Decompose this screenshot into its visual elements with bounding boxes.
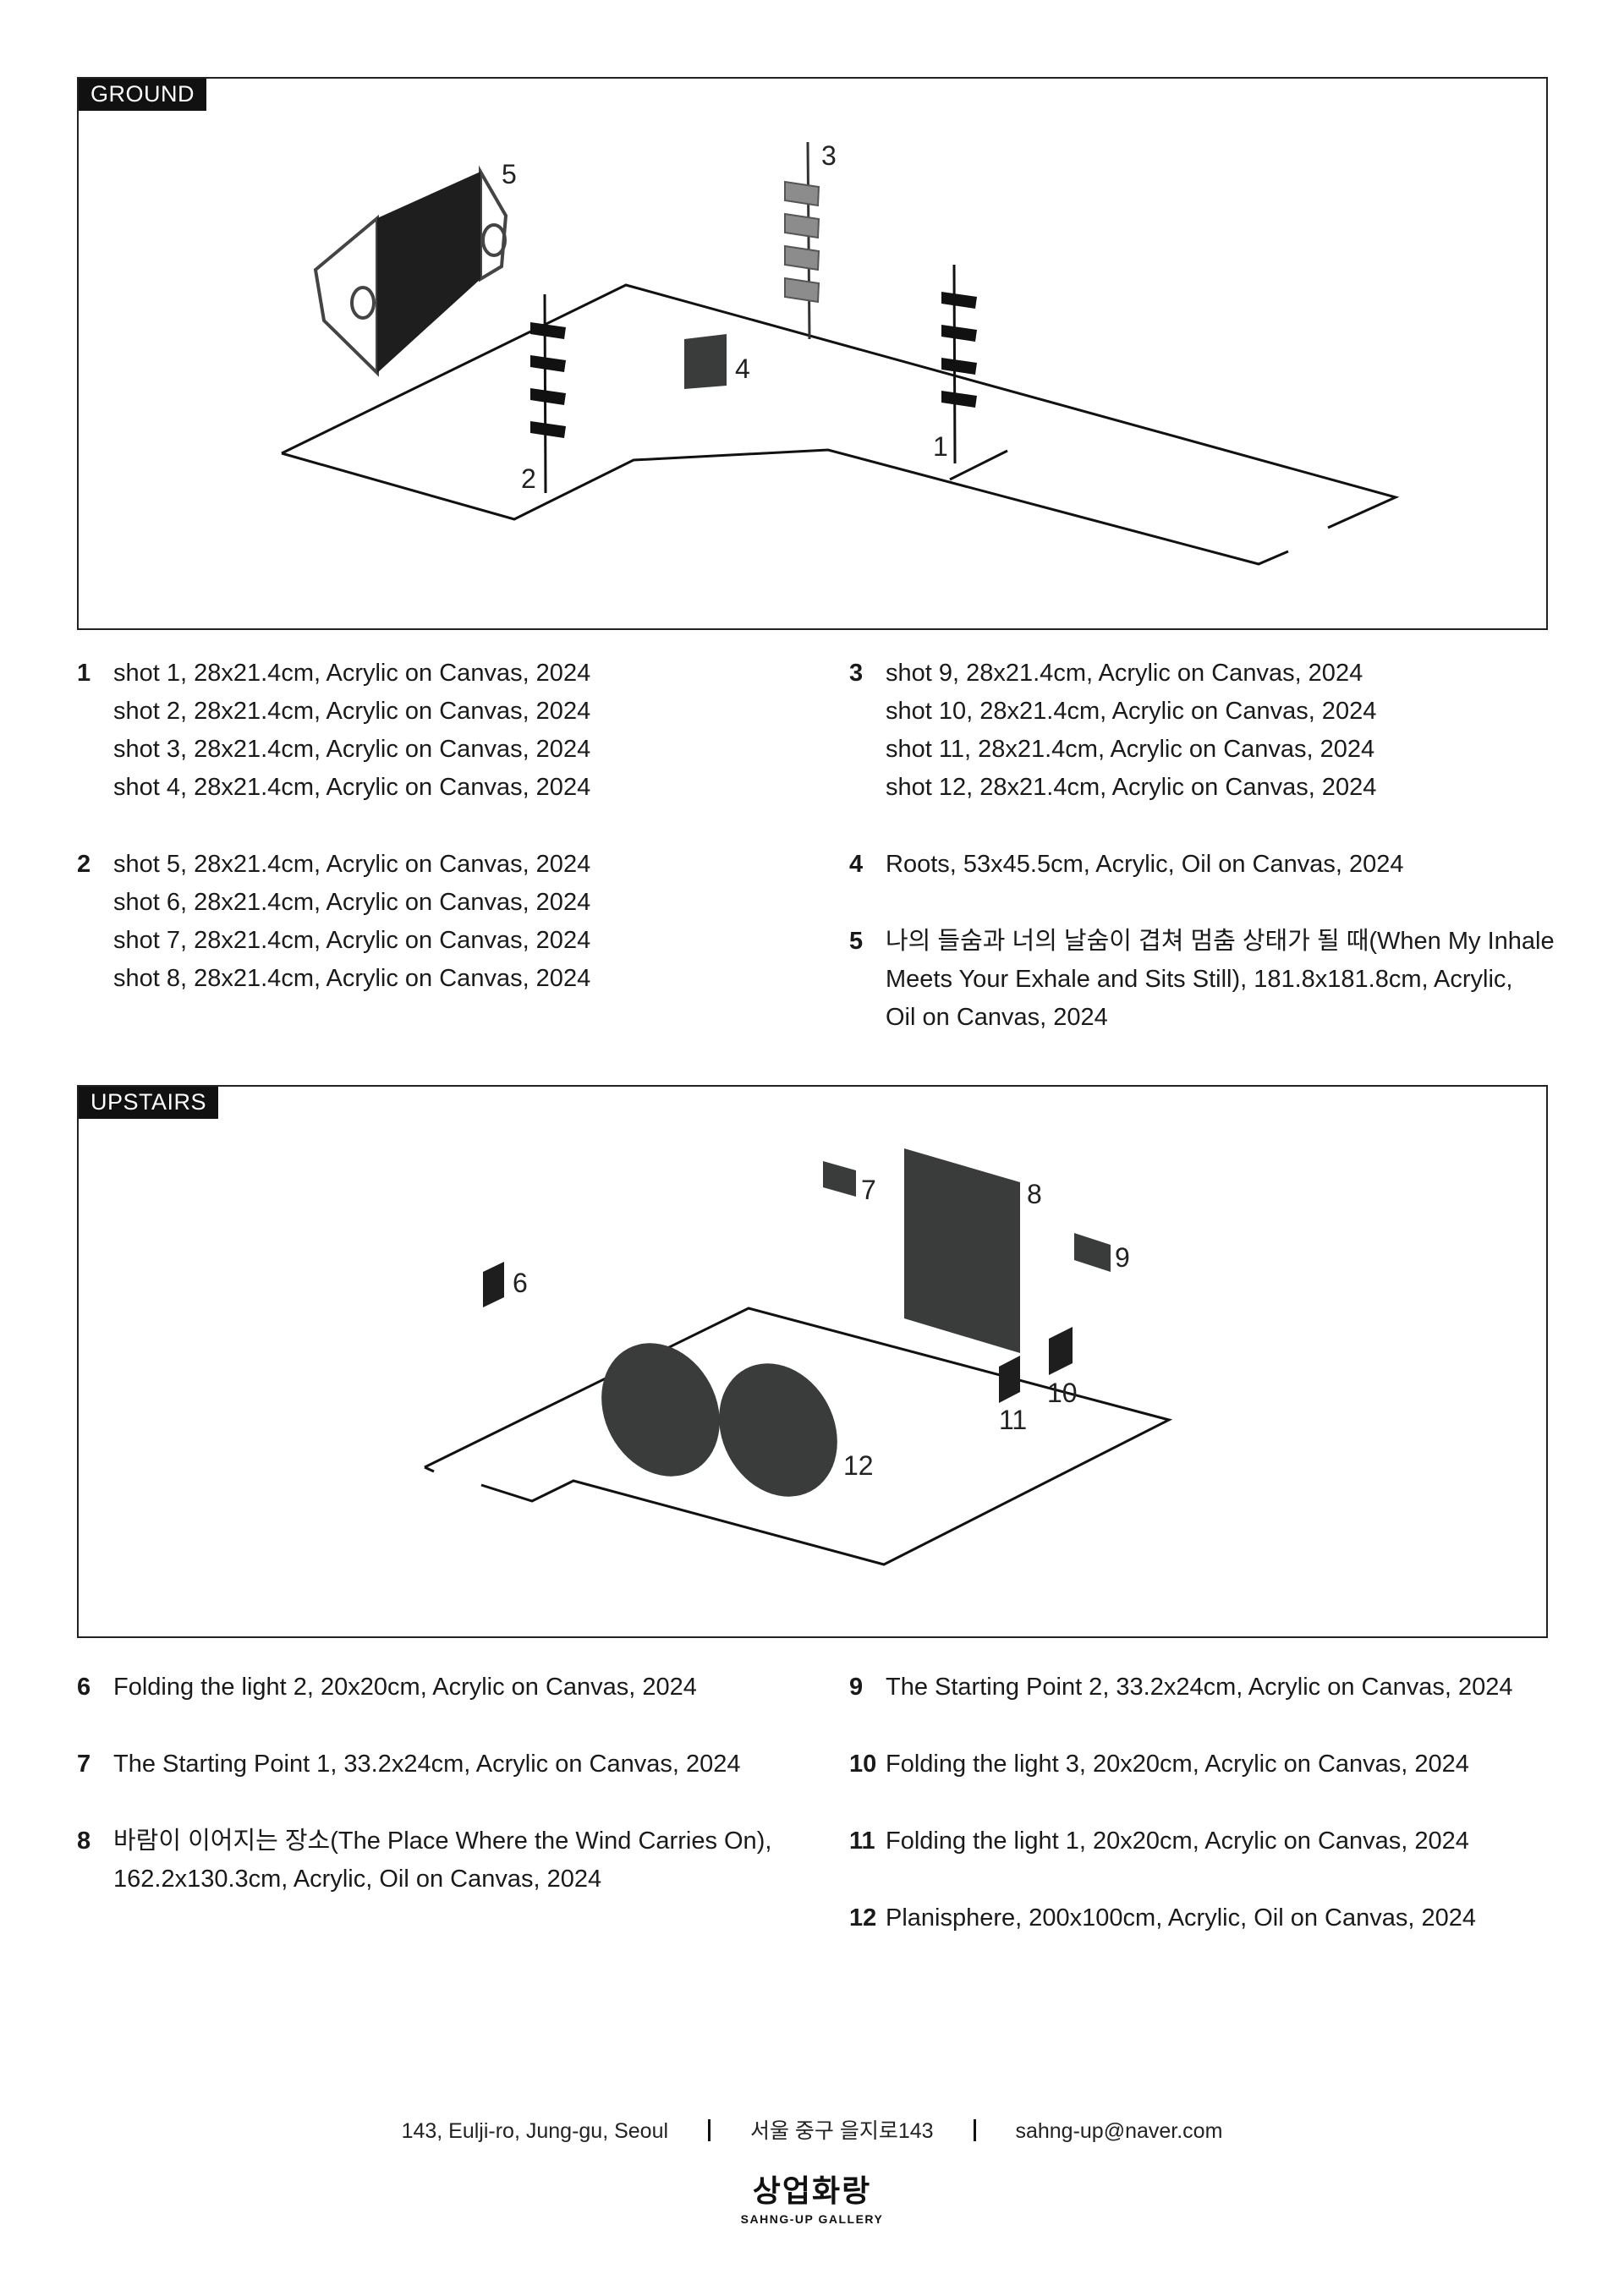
upstairs-plan-drawing: 6 7 8 9 10 11 12 [424, 1148, 1173, 1566]
upstairs-marker-6: 6 [513, 1268, 528, 1298]
legend-item-11: 11 Folding the light 1, 20x20cm, Acrylic… [849, 1822, 1577, 1860]
legend-line: 바람이 이어지는 장소(The Place Where the Wind Car… [113, 1827, 772, 1855]
upstairs-marker-7: 7 [861, 1175, 876, 1205]
legend-item-5: 5 나의 들숨과 너의 날숨이 겹쳐 멈춤 상태가 될 때(When My In… [849, 923, 1577, 1037]
artwork-3 [784, 141, 820, 340]
artwork-7 [823, 1161, 856, 1197]
legend-line: 나의 들숨과 너의 날숨이 겹쳐 멈춤 상태가 될 때(When My Inha… [886, 928, 1555, 955]
legend-item-8: 8 바람이 이어지는 장소(The Place Where the Wind C… [77, 1822, 804, 1899]
legend-line: Meets Your Exhale and Sits Still), 181.8… [886, 966, 1513, 993]
artwork-8 [904, 1148, 1020, 1353]
ground-marker-3: 3 [821, 140, 837, 171]
legend-line: Folding the light 2, 20x20cm, Acrylic on… [113, 1674, 697, 1701]
legend-line: Planisphere, 200x100cm, Acrylic, Oil on … [886, 1904, 1476, 1932]
artwork-12-right [719, 1363, 837, 1497]
legend-line: shot 5, 28x21.4cm, Acrylic on Canvas, 20… [113, 851, 591, 878]
upstairs-marker-11: 11 [999, 1405, 1027, 1435]
legend-line: Roots, 53x45.5cm, Acrylic, Oil on Canvas… [886, 851, 1404, 878]
ground-floor-outline [281, 283, 1400, 529]
upstairs-marker-10: 10 [1047, 1378, 1078, 1408]
legend-line: shot 7, 28x21.4cm, Acrylic on Canvas, 20… [113, 927, 591, 954]
legend-line: shot 3, 28x21.4cm, Acrylic on Canvas, 20… [113, 736, 591, 763]
legend-item-9: 9 The Starting Point 2, 33.2x24cm, Acryl… [849, 1669, 1577, 1707]
legend-line: shot 9, 28x21.4cm, Acrylic on Canvas, 20… [886, 660, 1363, 687]
artwork-5 [313, 165, 508, 377]
footer-separator [707, 2119, 710, 2141]
legend-number: 10 [849, 1751, 877, 1778]
legend-number: 1 [77, 660, 91, 687]
legend-number: 12 [849, 1904, 877, 1932]
legend-number: 9 [849, 1674, 864, 1701]
legend-item-12: 12 Planisphere, 200x100cm, Acrylic, Oil … [849, 1899, 1577, 1937]
legend-line: The Starting Point 1, 33.2x24cm, Acrylic… [113, 1751, 741, 1778]
upstairs-floor-tag: UPSTAIRS [79, 1087, 219, 1119]
legend-number: 5 [849, 928, 864, 955]
legend-line: shot 6, 28x21.4cm, Acrylic on Canvas, 20… [113, 889, 591, 916]
ground-legend-right: 3 shot 9, 28x21.4cm, Acrylic on Canvas, … [849, 655, 1577, 1076]
upstairs-marker-12: 12 [843, 1450, 874, 1481]
artwork-9 [1074, 1233, 1111, 1272]
legend-line: The Starting Point 2, 33.2x24cm, Acrylic… [886, 1674, 1513, 1701]
gallery-logo: 상업화랑 SAHNG-UP GALLERY [0, 2167, 1624, 2226]
address-korean: 서울 중구 을지로143 [749, 2119, 934, 2143]
legend-number: 3 [849, 660, 864, 687]
legend-line: Folding the light 3, 20x20cm, Acrylic on… [886, 1751, 1469, 1778]
ground-marker-1: 1 [933, 431, 948, 462]
logo-english: SAHNG-UP GALLERY [740, 2212, 884, 2226]
upstairs-floor-gap [424, 1466, 435, 1473]
address-english: 143, Eulji-ro, Jung-gu, Seoul [401, 2119, 669, 2143]
ground-floor-tag: GROUND [79, 79, 206, 111]
legend-line: Oil on Canvas, 2024 [886, 1004, 1108, 1031]
legend-line: shot 12, 28x21.4cm, Acrylic on Canvas, 2… [886, 774, 1377, 801]
upstairs-legend-right: 9 The Starting Point 2, 33.2x24cm, Acryl… [849, 1669, 1577, 1976]
legend-item-2: 2 shot 5, 28x21.4cm, Acrylic on Canvas, … [77, 846, 804, 998]
legend-number: 2 [77, 851, 91, 878]
legend-item-10: 10 Folding the light 3, 20x20cm, Acrylic… [849, 1745, 1577, 1784]
legend-number: 6 [77, 1674, 91, 1701]
legend-line: shot 2, 28x21.4cm, Acrylic on Canvas, 20… [113, 698, 591, 725]
artwork-11 [999, 1356, 1020, 1403]
logo-korean: 상업화랑 [752, 2173, 872, 2208]
upstairs-marker-9: 9 [1115, 1242, 1130, 1273]
legend-item-6: 6 Folding the light 2, 20x20cm, Acrylic … [77, 1669, 804, 1707]
legend-item-3: 3 shot 9, 28x21.4cm, Acrylic on Canvas, … [849, 655, 1577, 807]
legend-number: 8 [77, 1827, 91, 1855]
email-link[interactable]: sahng-up@naver.com [1015, 2119, 1223, 2143]
upstairs-floor-plan: UPSTAIRS 6 7 8 9 10 11 12 [77, 1085, 1548, 1638]
artwork-12-left [601, 1343, 720, 1477]
legend-line: Folding the light 1, 20x20cm, Acrylic on… [886, 1827, 1469, 1855]
ground-marker-2: 2 [521, 463, 536, 494]
legend-line: 162.2x130.3cm, Acrylic, Oil on Canvas, 2… [113, 1866, 602, 1893]
legend-item-1: 1 shot 1, 28x21.4cm, Acrylic on Canvas, … [77, 655, 804, 807]
legend-line: shot 1, 28x21.4cm, Acrylic on Canvas, 20… [113, 660, 591, 687]
upstairs-floor-outline [424, 1307, 1173, 1566]
footer-contact: 143, Eulji-ro, Jung-gu, Seoul 서울 중구 을지로1… [0, 2114, 1624, 2145]
legend-line: shot 11, 28x21.4cm, Acrylic on Canvas, 2… [886, 736, 1375, 763]
artwork-2 [530, 293, 566, 494]
ground-floor-outline-front [281, 448, 1289, 566]
upstairs-legend-left: 6 Folding the light 2, 20x20cm, Acrylic … [77, 1669, 804, 1937]
artwork-4 [684, 334, 727, 389]
ground-legend-left: 1 shot 1, 28x21.4cm, Acrylic on Canvas, … [77, 655, 804, 1037]
artwork-1 [941, 264, 977, 464]
ground-plan-drawing: 5 3 4 2 1 [281, 140, 1400, 566]
ground-marker-5: 5 [502, 159, 517, 189]
ground-floor-step [949, 449, 1008, 481]
upstairs-marker-8: 8 [1027, 1179, 1042, 1209]
legend-line: shot 10, 28x21.4cm, Acrylic on Canvas, 2… [886, 698, 1377, 725]
legend-number: 7 [77, 1751, 91, 1778]
legend-item-4: 4 Roots, 53x45.5cm, Acrylic, Oil on Canv… [849, 846, 1577, 884]
legend-line: shot 4, 28x21.4cm, Acrylic on Canvas, 20… [113, 774, 591, 801]
artwork-6 [483, 1262, 504, 1307]
footer-separator [973, 2119, 976, 2141]
legend-number: 11 [849, 1827, 875, 1855]
legend-line: shot 8, 28x21.4cm, Acrylic on Canvas, 20… [113, 965, 591, 992]
ground-floor-plan: GROUND [77, 77, 1548, 630]
legend-number: 4 [849, 851, 864, 878]
legend-item-7: 7 The Starting Point 1, 33.2x24cm, Acryl… [77, 1745, 804, 1784]
ground-marker-4: 4 [735, 353, 750, 384]
artwork-10 [1049, 1327, 1073, 1375]
